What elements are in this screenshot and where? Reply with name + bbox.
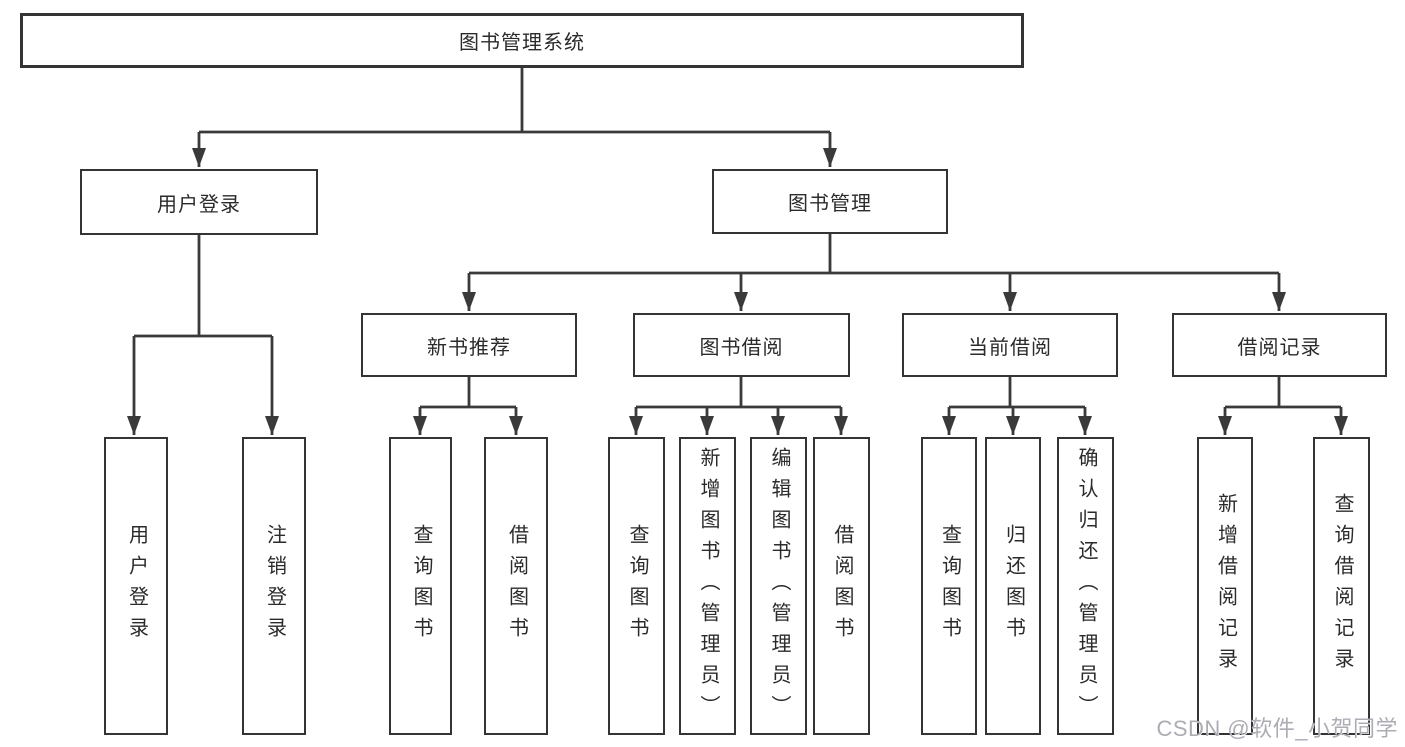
node-label: 借阅图书 <box>831 524 853 648</box>
node-label: 归还图书 <box>1002 524 1025 648</box>
node-leaf-query-books-3: 查询图书 <box>921 437 977 735</box>
node-label: 查询借阅记录 <box>1331 493 1353 679</box>
node-leaf-confirm-return-admin: 确认归还（管理员） <box>1057 437 1114 735</box>
node-label: 图书借阅 <box>699 336 784 359</box>
node-leaf-logout: 注销登录 <box>242 437 306 735</box>
node-label: 用户登录 <box>125 524 148 648</box>
node-leaf-return-books: 归还图书 <box>985 437 1041 735</box>
node-book-borrowing: 图书借阅 <box>633 313 850 377</box>
node-label: 编辑图书（管理员） <box>768 446 790 726</box>
node-label: 当前借阅 <box>968 336 1052 359</box>
node-label: 新增图书（管理员） <box>697 446 719 726</box>
node-user-login-module: 用户登录 <box>80 169 318 235</box>
node-leaf-borrow-books-2: 借阅图书 <box>813 437 870 735</box>
node-label: 确认归还（管理员） <box>1075 446 1097 726</box>
node-label: 查询图书 <box>410 524 432 648</box>
node-label: 借阅记录 <box>1237 336 1322 359</box>
node-new-book-recommendation: 新书推荐 <box>361 313 577 377</box>
node-label: 新书推荐 <box>427 336 511 359</box>
node-book-management-module: 图书管理 <box>712 169 948 234</box>
node-leaf-query-borrow-record: 查询借阅记录 <box>1313 437 1370 735</box>
node-label: 查询图书 <box>626 524 648 648</box>
node-label: 用户登录 <box>157 193 241 216</box>
node-leaf-user-login: 用户登录 <box>104 437 168 735</box>
node-leaf-borrow-books-1: 借阅图书 <box>484 437 548 735</box>
node-label: 新增借阅记录 <box>1214 493 1237 679</box>
node-leaf-add-books-admin: 新增图书（管理员） <box>679 437 736 735</box>
node-leaf-query-books-1: 查询图书 <box>389 437 452 735</box>
node-leaf-add-borrow-record: 新增借阅记录 <box>1197 437 1253 735</box>
node-label: 图书管理系统 <box>459 32 585 54</box>
node-library-management-system: 图书管理系统 <box>20 13 1024 68</box>
node-leaf-query-books-2: 查询图书 <box>608 437 665 735</box>
node-label: 图书管理 <box>788 193 872 215</box>
node-leaf-edit-books-admin: 编辑图书（管理员） <box>750 437 807 735</box>
node-current-borrowing: 当前借阅 <box>902 313 1118 377</box>
node-label: 注销登录 <box>263 524 286 648</box>
node-label: 查询图书 <box>938 524 961 648</box>
node-label: 借阅图书 <box>505 524 528 648</box>
csdn-watermark: CSDN @软件_小贺同学 <box>1156 716 1398 741</box>
node-borrowing-records: 借阅记录 <box>1172 313 1387 377</box>
